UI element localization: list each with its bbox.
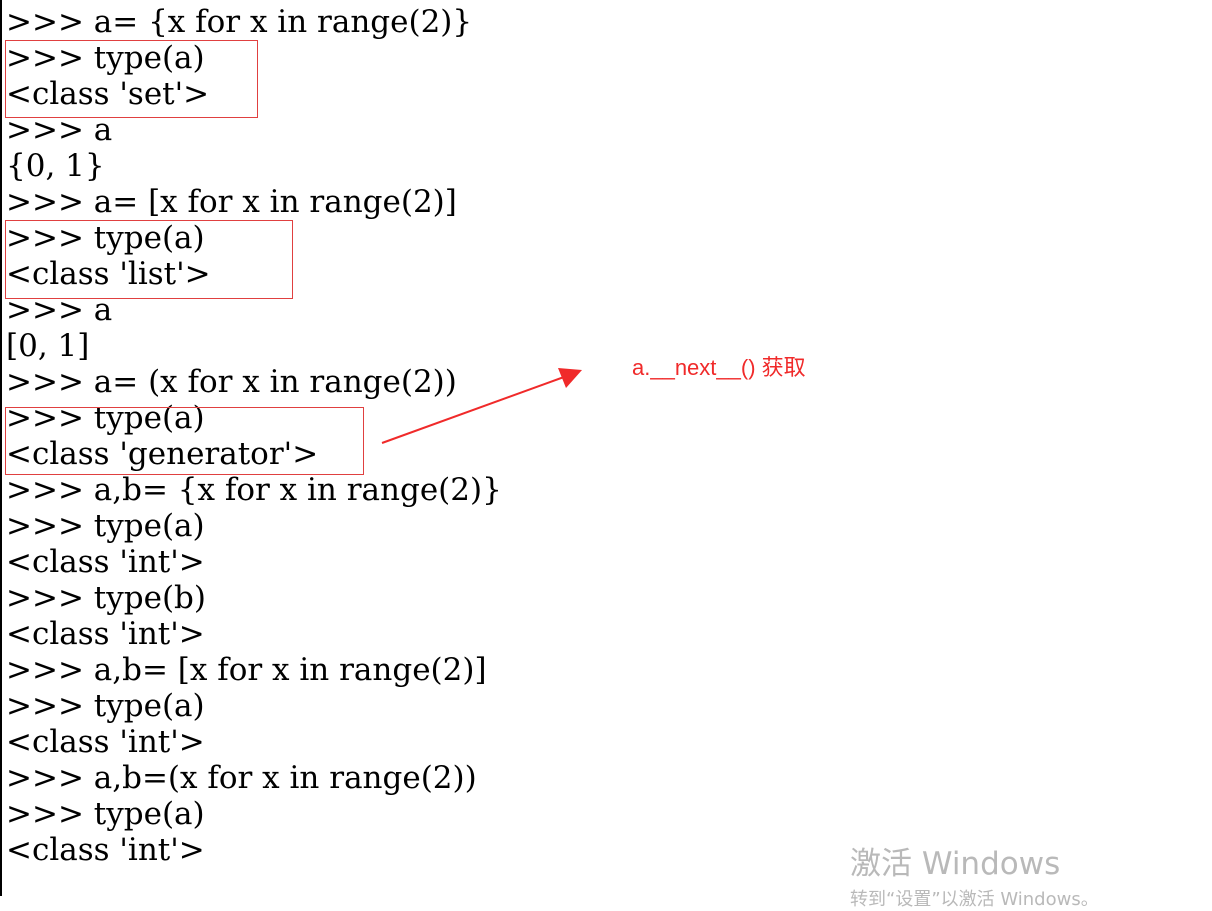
- console-line: [0, 1]: [6, 328, 90, 364]
- console-line: >>> type(b): [6, 580, 206, 616]
- watermark-title: 激活 Windows: [850, 846, 1061, 882]
- activation-watermark: 激活 Windows 转到“设置”以激活 Windows。: [850, 838, 1099, 911]
- console-line: >>> type(a): [6, 400, 205, 436]
- console-line: >>> type(a): [6, 220, 205, 256]
- console-line: >>> a= (x for x in range(2)): [6, 364, 457, 400]
- console-line: >>> type(a): [6, 688, 205, 724]
- console-line: >>> type(a): [6, 508, 205, 544]
- console-line: >>> a= {x for x in range(2)}: [6, 4, 473, 40]
- console-line: >>> a= [x for x in range(2)]: [6, 184, 457, 220]
- console-line: <class 'int'>: [6, 544, 205, 580]
- console-line: >>> type(a): [6, 40, 205, 76]
- console-line: {0, 1}: [6, 148, 105, 184]
- highlight-box-generator: [5, 407, 364, 475]
- console-line: <class 'int'>: [6, 832, 205, 868]
- highlight-box-set: [5, 40, 258, 118]
- console-line: <class 'set'>: [6, 76, 210, 112]
- console-line: <class 'list'>: [6, 256, 211, 292]
- annotation-label: a.__next__() 获取: [632, 355, 806, 380]
- console-line: >>> type(a): [6, 796, 205, 832]
- console-line: >>> a,b= [x for x in range(2)]: [6, 652, 487, 688]
- console-line: <class 'int'>: [6, 724, 205, 760]
- console-line: >>> a,b=(x for x in range(2)): [6, 760, 477, 796]
- console-line: >>> a,b= {x for x in range(2)}: [6, 472, 502, 508]
- console-line: <class 'int'>: [6, 616, 205, 652]
- watermark-subtitle: 转到“设置”以激活 Windows。: [850, 889, 1099, 910]
- console-line: >>> a: [6, 112, 113, 148]
- highlight-box-list: [5, 220, 293, 299]
- console-line: <class 'generator'>: [6, 436, 319, 472]
